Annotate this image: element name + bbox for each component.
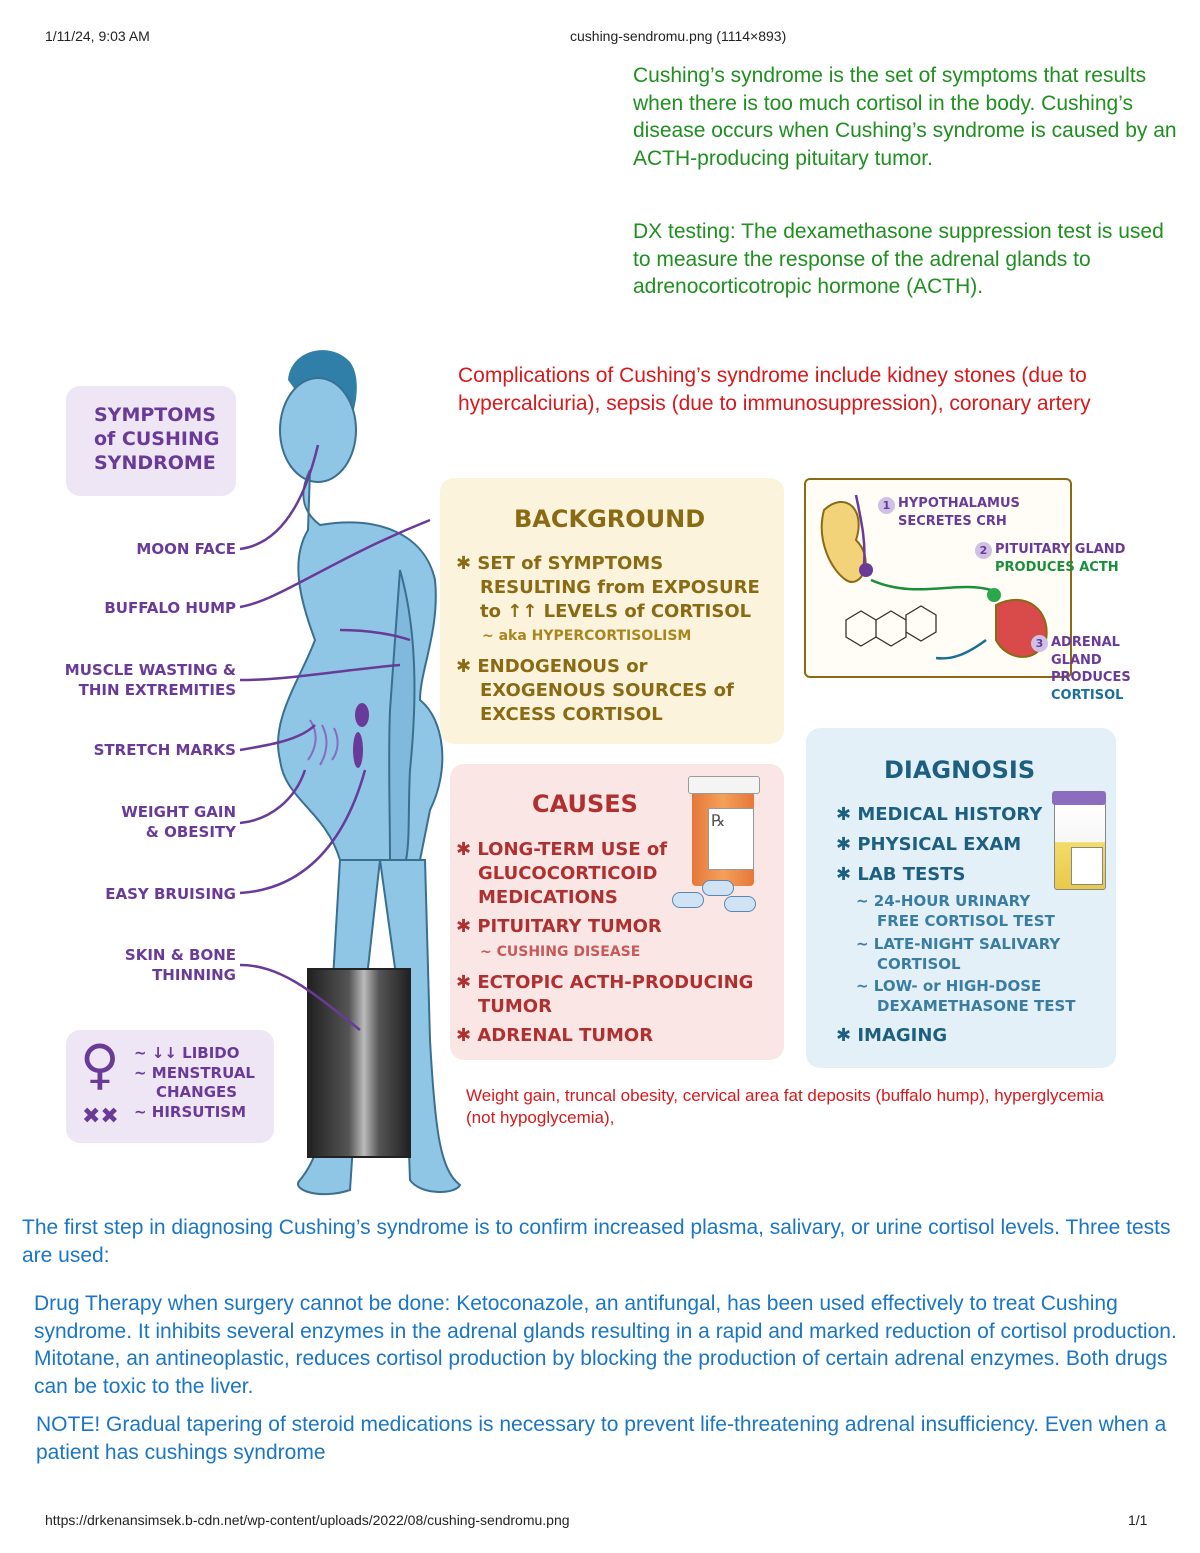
diagnosis-line: ✱ MEDICAL HISTORY: [836, 804, 1043, 825]
causes-sub: ~ CUSHING DISEASE: [480, 944, 641, 960]
hpa-line: GLAND: [1051, 652, 1102, 668]
hpa-illustration: [820, 494, 1048, 660]
sex-symptom-line: ~ ↓↓ LIBIDO: [134, 1044, 240, 1062]
sex-symptoms-card: [66, 1030, 274, 1143]
symptoms-title-line: SYNDROME: [94, 451, 216, 474]
background-line: EXCESS CORTISOL: [480, 704, 663, 725]
pill-bottle-icon: ℞: [688, 776, 760, 886]
background-line: RESULTING from EXPOSURE: [480, 577, 760, 598]
symptoms-title-line: SYMPTOMS: [94, 404, 216, 426]
diagnosis-sub: DEXAMETHASONE TEST: [877, 997, 1076, 1015]
background-line: EXOGENOUS SOURCES of: [480, 680, 734, 701]
causes-title: CAUSES: [532, 790, 638, 818]
background-line: ✱ ENDOGENOUS or: [456, 656, 648, 677]
step-3-text: ADRENAL GLAND PRODUCES CORTISOL: [1051, 634, 1131, 704]
first-step-note: The first step in diagnosing Cushing’s s…: [22, 1216, 1171, 1267]
diagnosis-card: [806, 728, 1116, 1068]
hpa-line: PITUITARY GLAND: [995, 542, 1126, 557]
label-line: THIN EXTREMITIES: [78, 681, 236, 700]
print-url[interactable]: https://drkenansimsek.b-cdn.net/wp-conte…: [45, 1512, 570, 1528]
tapering-note: NOTE! Gradual tapering of steroid medica…: [36, 1413, 1167, 1464]
crossed-chromosome-icon: ✖✖: [82, 1104, 119, 1129]
symptoms-title-card: [66, 386, 236, 496]
label-line: & OBESITY: [145, 823, 236, 842]
causes-line: ✱ PITUITARY TUMOR: [456, 916, 662, 937]
hpa-line: ADRENAL: [1051, 635, 1120, 650]
sex-symptoms-list: ~ ↓↓ LIBIDO ~ MENSTRUAL CHANGES ~ HIRSUT…: [134, 1044, 255, 1122]
label-muscle-wasting: MUSCLE WASTING & THIN EXTREMITIES: [40, 660, 236, 701]
background-sub: ~ aka HYPERCORTISOLISM: [482, 628, 692, 644]
drug-therapy-note: Drug Therapy when surgery cannot be done…: [34, 1292, 1177, 1399]
causes-line: ✱ ECTOPIC ACTH-PRODUCING: [456, 972, 754, 993]
diagnosis-sub: FREE CORTISOL TEST: [877, 912, 1055, 930]
diagnosis-title: DIAGNOSIS: [884, 756, 1036, 784]
hpa-line: PRODUCES: [1051, 670, 1131, 686]
label-line: WEIGHT GAIN: [121, 803, 236, 821]
label-line: SKIN & BONE: [124, 946, 236, 964]
step-1-badge: 1: [878, 497, 895, 514]
symptoms-title: SYMPTOMS of CUSHING SYNDROME: [94, 404, 219, 475]
background-title: BACKGROUND: [514, 505, 706, 533]
background-line: ✱ SET of SYMPTOMS: [456, 553, 664, 574]
diagnosis-sub: ~ 24-HOUR URINARY: [856, 892, 1031, 910]
symptoms-title-line: of CUSHING: [94, 427, 220, 450]
xray-image: [307, 968, 411, 1158]
print-title: cushing-sendromu.png (1114×893): [570, 28, 787, 44]
label-easy-bruising: EASY BRUISING: [105, 885, 236, 903]
step-2-badge: 2: [975, 542, 992, 559]
sex-symptom-line: ~ MENSTRUAL: [134, 1063, 255, 1082]
label-stretch-marks: STRETCH MARKS: [93, 741, 236, 759]
label-line: THINNING: [152, 966, 236, 985]
complications-note: Complications of Cushing’s syndrome incl…: [458, 364, 1091, 415]
pills-icon: [672, 880, 762, 912]
signs-note: Weight gain, truncal obesity, cervical a…: [466, 1086, 1104, 1128]
hpa-line: PRODUCES ACTH: [995, 559, 1119, 575]
causes-line: ✱ ADRENAL TUMOR: [456, 1025, 654, 1046]
diagnosis-sub: ~ LOW- or HIGH-DOSE: [856, 977, 1042, 995]
step-1-text: HYPOTHALAMUS SECRETES CRH: [898, 495, 1020, 530]
female-symbol-icon: ♀: [80, 1033, 120, 1096]
urine-cup-icon: [1052, 791, 1106, 890]
label-line: MUSCLE WASTING &: [64, 661, 236, 679]
diagnosis-sub: ~ LATE-NIGHT SALIVARY: [856, 935, 1061, 953]
background-card: [440, 478, 784, 744]
print-datetime: 1/11/24, 9:03 AM: [45, 28, 150, 44]
definition-note: Cushing’s syndrome is the set of symptom…: [633, 64, 1177, 171]
hpa-line: HYPOTHALAMUS: [898, 496, 1020, 511]
label-buffalo-hump: BUFFALO HUMP: [104, 599, 236, 617]
diagnosis-line: ✱ PHYSICAL EXAM: [836, 834, 1022, 855]
dx-testing-note: DX testing: The dexamethasone suppressio…: [633, 220, 1164, 299]
hpa-line: SECRETES CRH: [898, 513, 1007, 529]
causes-line: MEDICATIONS: [478, 887, 618, 908]
label-skin-bone: SKIN & BONE THINNING: [60, 945, 236, 986]
sex-symptom-line: ~ HIRSUTISM: [134, 1102, 247, 1121]
diagnosis-line: ✱ LAB TESTS: [836, 864, 966, 885]
diagnosis-sub: CORTISOL: [877, 955, 961, 973]
step-3-badge: 3: [1031, 635, 1048, 652]
print-page-number: 1/1: [1128, 1512, 1148, 1528]
label-weight-gain: WEIGHT GAIN & OBESITY: [60, 802, 236, 843]
causes-line: TUMOR: [478, 996, 552, 1017]
step-2-text: PITUITARY GLAND PRODUCES ACTH: [995, 541, 1125, 576]
label-moon-face: MOON FACE: [136, 540, 236, 558]
causes-line: GLUCOCORTICOID: [478, 863, 658, 884]
sex-symptom-line: CHANGES: [156, 1083, 238, 1101]
diagnosis-line: ✱ IMAGING: [836, 1025, 948, 1046]
hpa-line: CORTISOL: [1051, 687, 1124, 703]
background-line: to ↑↑ LEVELS of CORTISOL: [480, 601, 752, 622]
causes-line: ✱ LONG-TERM USE of: [456, 839, 668, 860]
